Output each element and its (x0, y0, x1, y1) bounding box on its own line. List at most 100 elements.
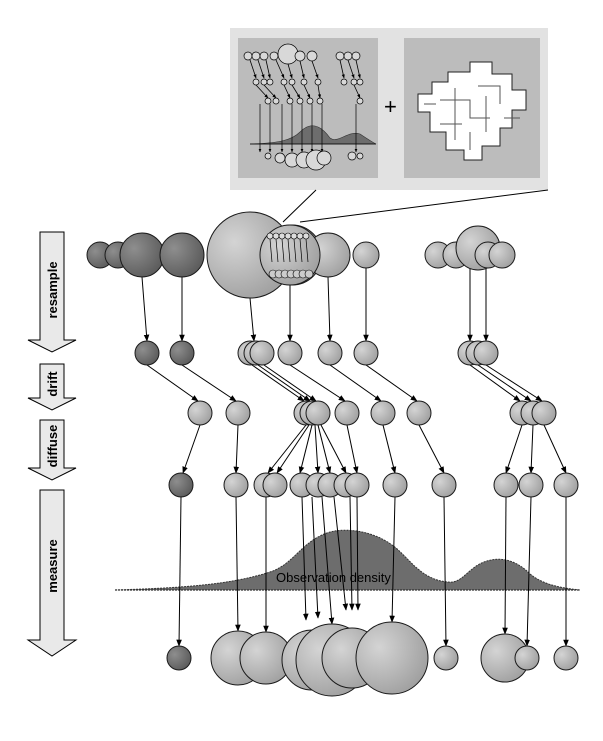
inset-callout-line (299, 189, 549, 223)
transition-arrow (469, 364, 521, 402)
stage-arrows: resample drift diffuse measure (26, 231, 78, 657)
stage-label-measure: measure (45, 539, 60, 592)
transition-arrow (382, 424, 397, 474)
mini-edge (347, 59, 355, 79)
transition-arrow (263, 364, 317, 402)
transition-arrow (181, 364, 237, 402)
inset-mini-graph (243, 43, 377, 171)
particle-diffuse (187, 400, 213, 426)
mini-node (272, 97, 280, 105)
mini-node (264, 97, 272, 105)
particle-diffuse (531, 400, 557, 426)
mini-node (356, 152, 364, 160)
zoom-node (296, 232, 304, 240)
inset-occupancy-map-detail (424, 85, 520, 150)
mini-edge (317, 84, 322, 99)
mini-edge (255, 84, 269, 99)
particle-resample (159, 232, 205, 278)
mini-edge (339, 59, 345, 79)
particle-diffuse (406, 400, 432, 426)
stage-label-diffuse: diffuse (45, 425, 60, 468)
mini-edge (287, 63, 293, 79)
mini-edge (263, 84, 277, 99)
mini-node (306, 50, 318, 62)
mini-node (340, 78, 348, 86)
particles (86, 211, 579, 697)
particle-weighted (553, 645, 579, 671)
transition-arrow (365, 364, 418, 402)
stage-label-drift: drift (45, 371, 60, 397)
transition-arrow (327, 276, 333, 342)
mini-edge (311, 60, 319, 79)
stage-arrow-diffuse (27, 419, 77, 481)
transition-arrow (182, 424, 201, 474)
particle-drift (317, 340, 343, 366)
particle-resample (488, 241, 516, 269)
transition-arrow (349, 496, 355, 611)
mini-edge (355, 59, 361, 79)
particle-diffuse (225, 400, 251, 426)
transition-arrow (346, 424, 359, 474)
transition-arrow (251, 364, 305, 402)
zoom-node (272, 232, 280, 240)
transition-arrow (276, 424, 310, 474)
stage-label-resample: resample (45, 261, 60, 318)
zoom-edge (293, 238, 297, 263)
particle-measure (431, 472, 457, 498)
stage-arrow-resample (27, 231, 77, 353)
mini-node (260, 78, 268, 86)
transition-edges (141, 268, 569, 647)
particle-measure (262, 472, 288, 498)
mini-node (316, 150, 332, 166)
mini-node (277, 43, 299, 65)
particle-weighted (433, 645, 459, 671)
transition-arrow (317, 424, 332, 474)
zoomed-subgraph (259, 224, 321, 286)
transition-arrow (329, 364, 382, 402)
mini-node (251, 51, 261, 61)
transition-arrow (443, 496, 449, 647)
particle-measure (518, 472, 544, 498)
mini-node (335, 51, 345, 61)
mini-node (314, 78, 322, 86)
particle-resample (119, 232, 165, 278)
transition-arrow (505, 424, 523, 474)
mini-node (288, 78, 296, 86)
mini-node (300, 78, 308, 86)
particle-drift (169, 340, 195, 366)
mini-node (347, 151, 357, 161)
mini-edge (249, 59, 257, 79)
inset-box: + (230, 28, 549, 223)
particle-measure (344, 472, 370, 498)
transition-arrow (311, 496, 321, 619)
zoom-node (284, 232, 292, 240)
observation-density-label: Observation density (276, 570, 391, 585)
mini-node (350, 78, 358, 86)
particle-measure (493, 472, 519, 498)
mini-node (356, 97, 364, 105)
observation-density-curve (114, 529, 581, 591)
mini-node (259, 51, 269, 61)
transition-arrow (301, 496, 309, 621)
particle-resample (352, 241, 380, 269)
mini-edge (283, 84, 291, 99)
particle-weighted (166, 645, 192, 671)
transition-arrow (389, 496, 396, 623)
transition-arrow (524, 496, 532, 647)
mini-node (264, 152, 272, 160)
transition-arrow (298, 424, 313, 474)
transition-arrow (249, 297, 257, 342)
particle-drift (277, 340, 303, 366)
zoom-node (302, 232, 310, 240)
mini-node (274, 152, 286, 164)
zoom-edge (305, 238, 309, 263)
particle-diffuse (334, 400, 360, 426)
mini-edge (265, 59, 271, 79)
mini-node (351, 51, 361, 61)
transition-arrow (477, 364, 532, 402)
transition-arrow (257, 364, 311, 402)
mini-node (243, 51, 253, 61)
transition-arrow (321, 496, 335, 625)
transition-arrow (502, 496, 508, 635)
zoom-node (304, 269, 314, 279)
